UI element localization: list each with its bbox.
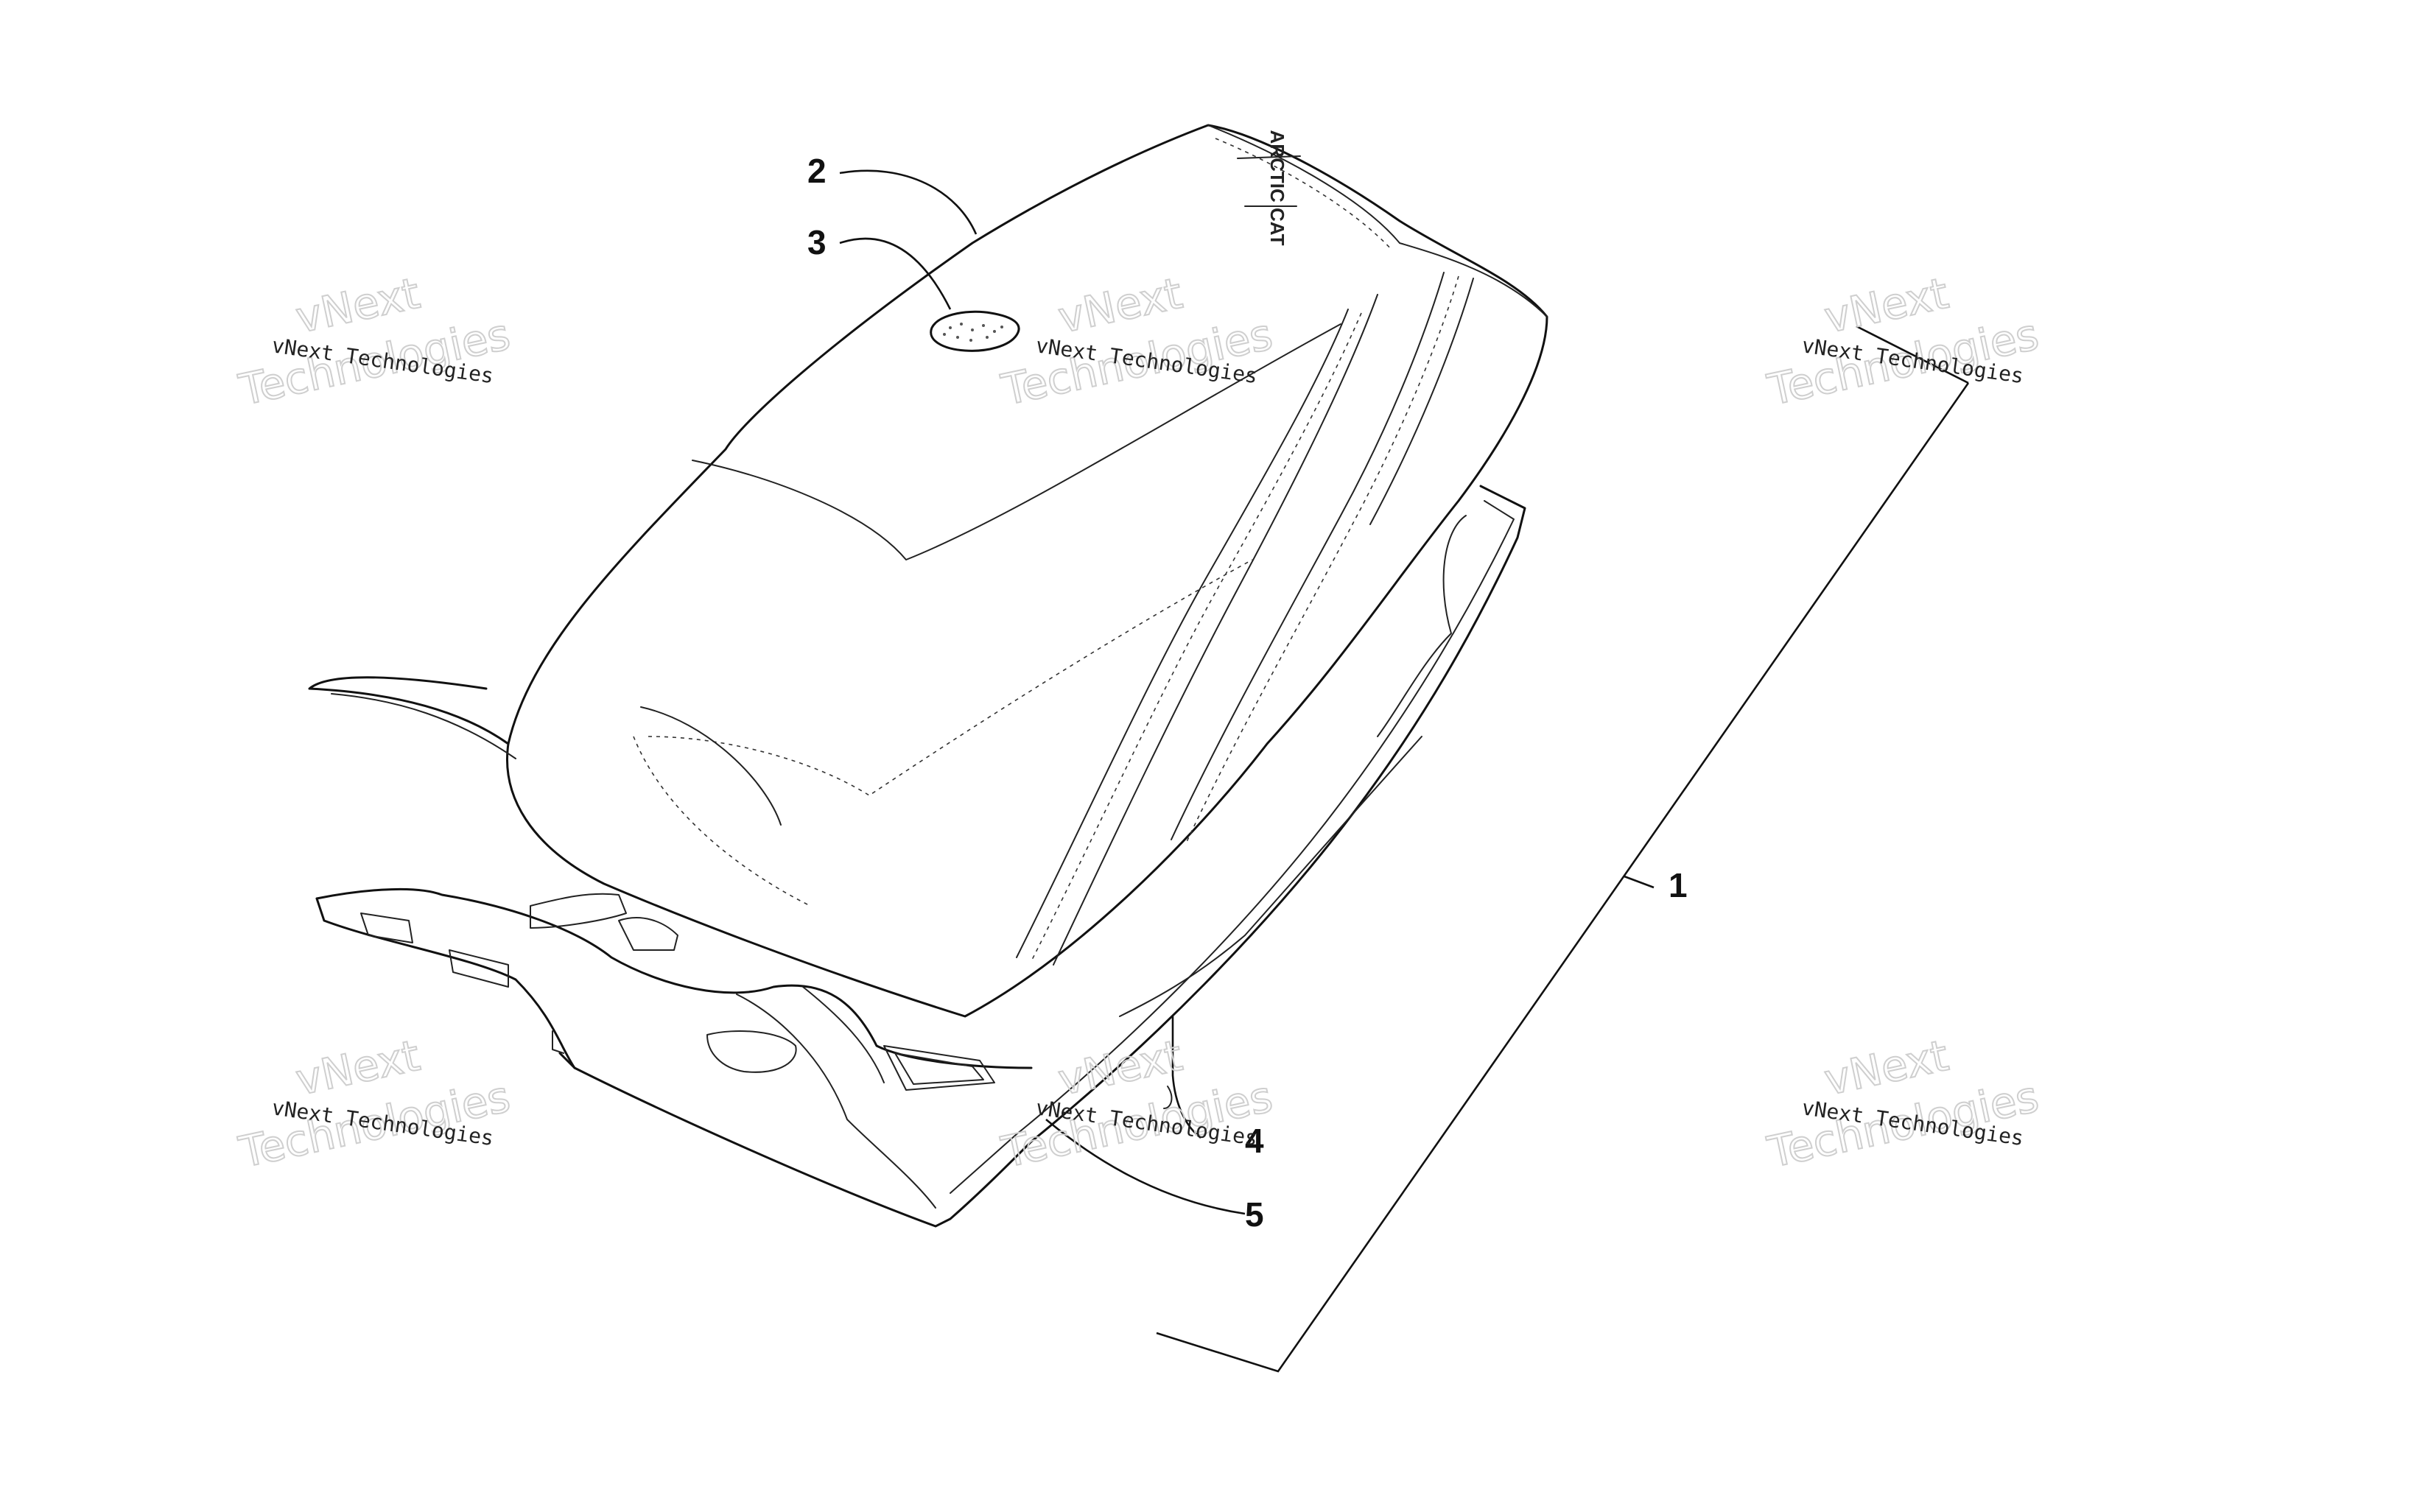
watermark-3: vNext Technologies [1763,267,2044,416]
callouts: 1 2 3 4 5 [807,152,1688,1234]
callout-3: 3 [807,223,827,261]
callout-5: 5 [1245,1195,1264,1234]
leader-5 [1045,1119,1246,1215]
watermarks: vNext Technologies vNext Technologies vN… [234,267,2044,1178]
seat-handhold [706,1030,797,1073]
leader-2 [839,169,978,235]
seat-rear-tail-inner [331,693,516,759]
leader-4 [1171,1016,1201,1139]
seat-logo: ARCTIC CAT [1266,130,1288,246]
seat-decal [930,310,1020,352]
watermark-2: vNext Technologies [997,267,1278,416]
seat-cushion [506,124,1548,1018]
seat-base-front [315,887,1033,1069]
seat-stripe-2 [1171,272,1445,840]
seat-stripe-1 [1016,309,1349,958]
seat-logo-text: ARCTIC CAT [1266,130,1288,246]
watermark-4: vNext Technologies [234,1030,516,1178]
callout-4: 4 [1245,1122,1264,1160]
watermark-5: vNext Technologies [997,1030,1278,1178]
seat-seam-center [692,323,1341,560]
seat-assembly: ARCTIC CAT [308,124,1548,1228]
watermark-6: vNext Technologies [1763,1030,2044,1178]
seat-cushion-front [1207,124,1548,317]
leader-lines [839,169,1246,1215]
watermark-1: vNext Technologies [234,267,516,416]
seat-base-tray [558,485,1526,1228]
callout-2: 2 [807,152,827,190]
leader-3 [839,237,952,310]
callout-1: 1 [1669,866,1688,904]
seat-rear-tail [308,676,510,745]
assembly-bracket [1156,325,1970,1373]
